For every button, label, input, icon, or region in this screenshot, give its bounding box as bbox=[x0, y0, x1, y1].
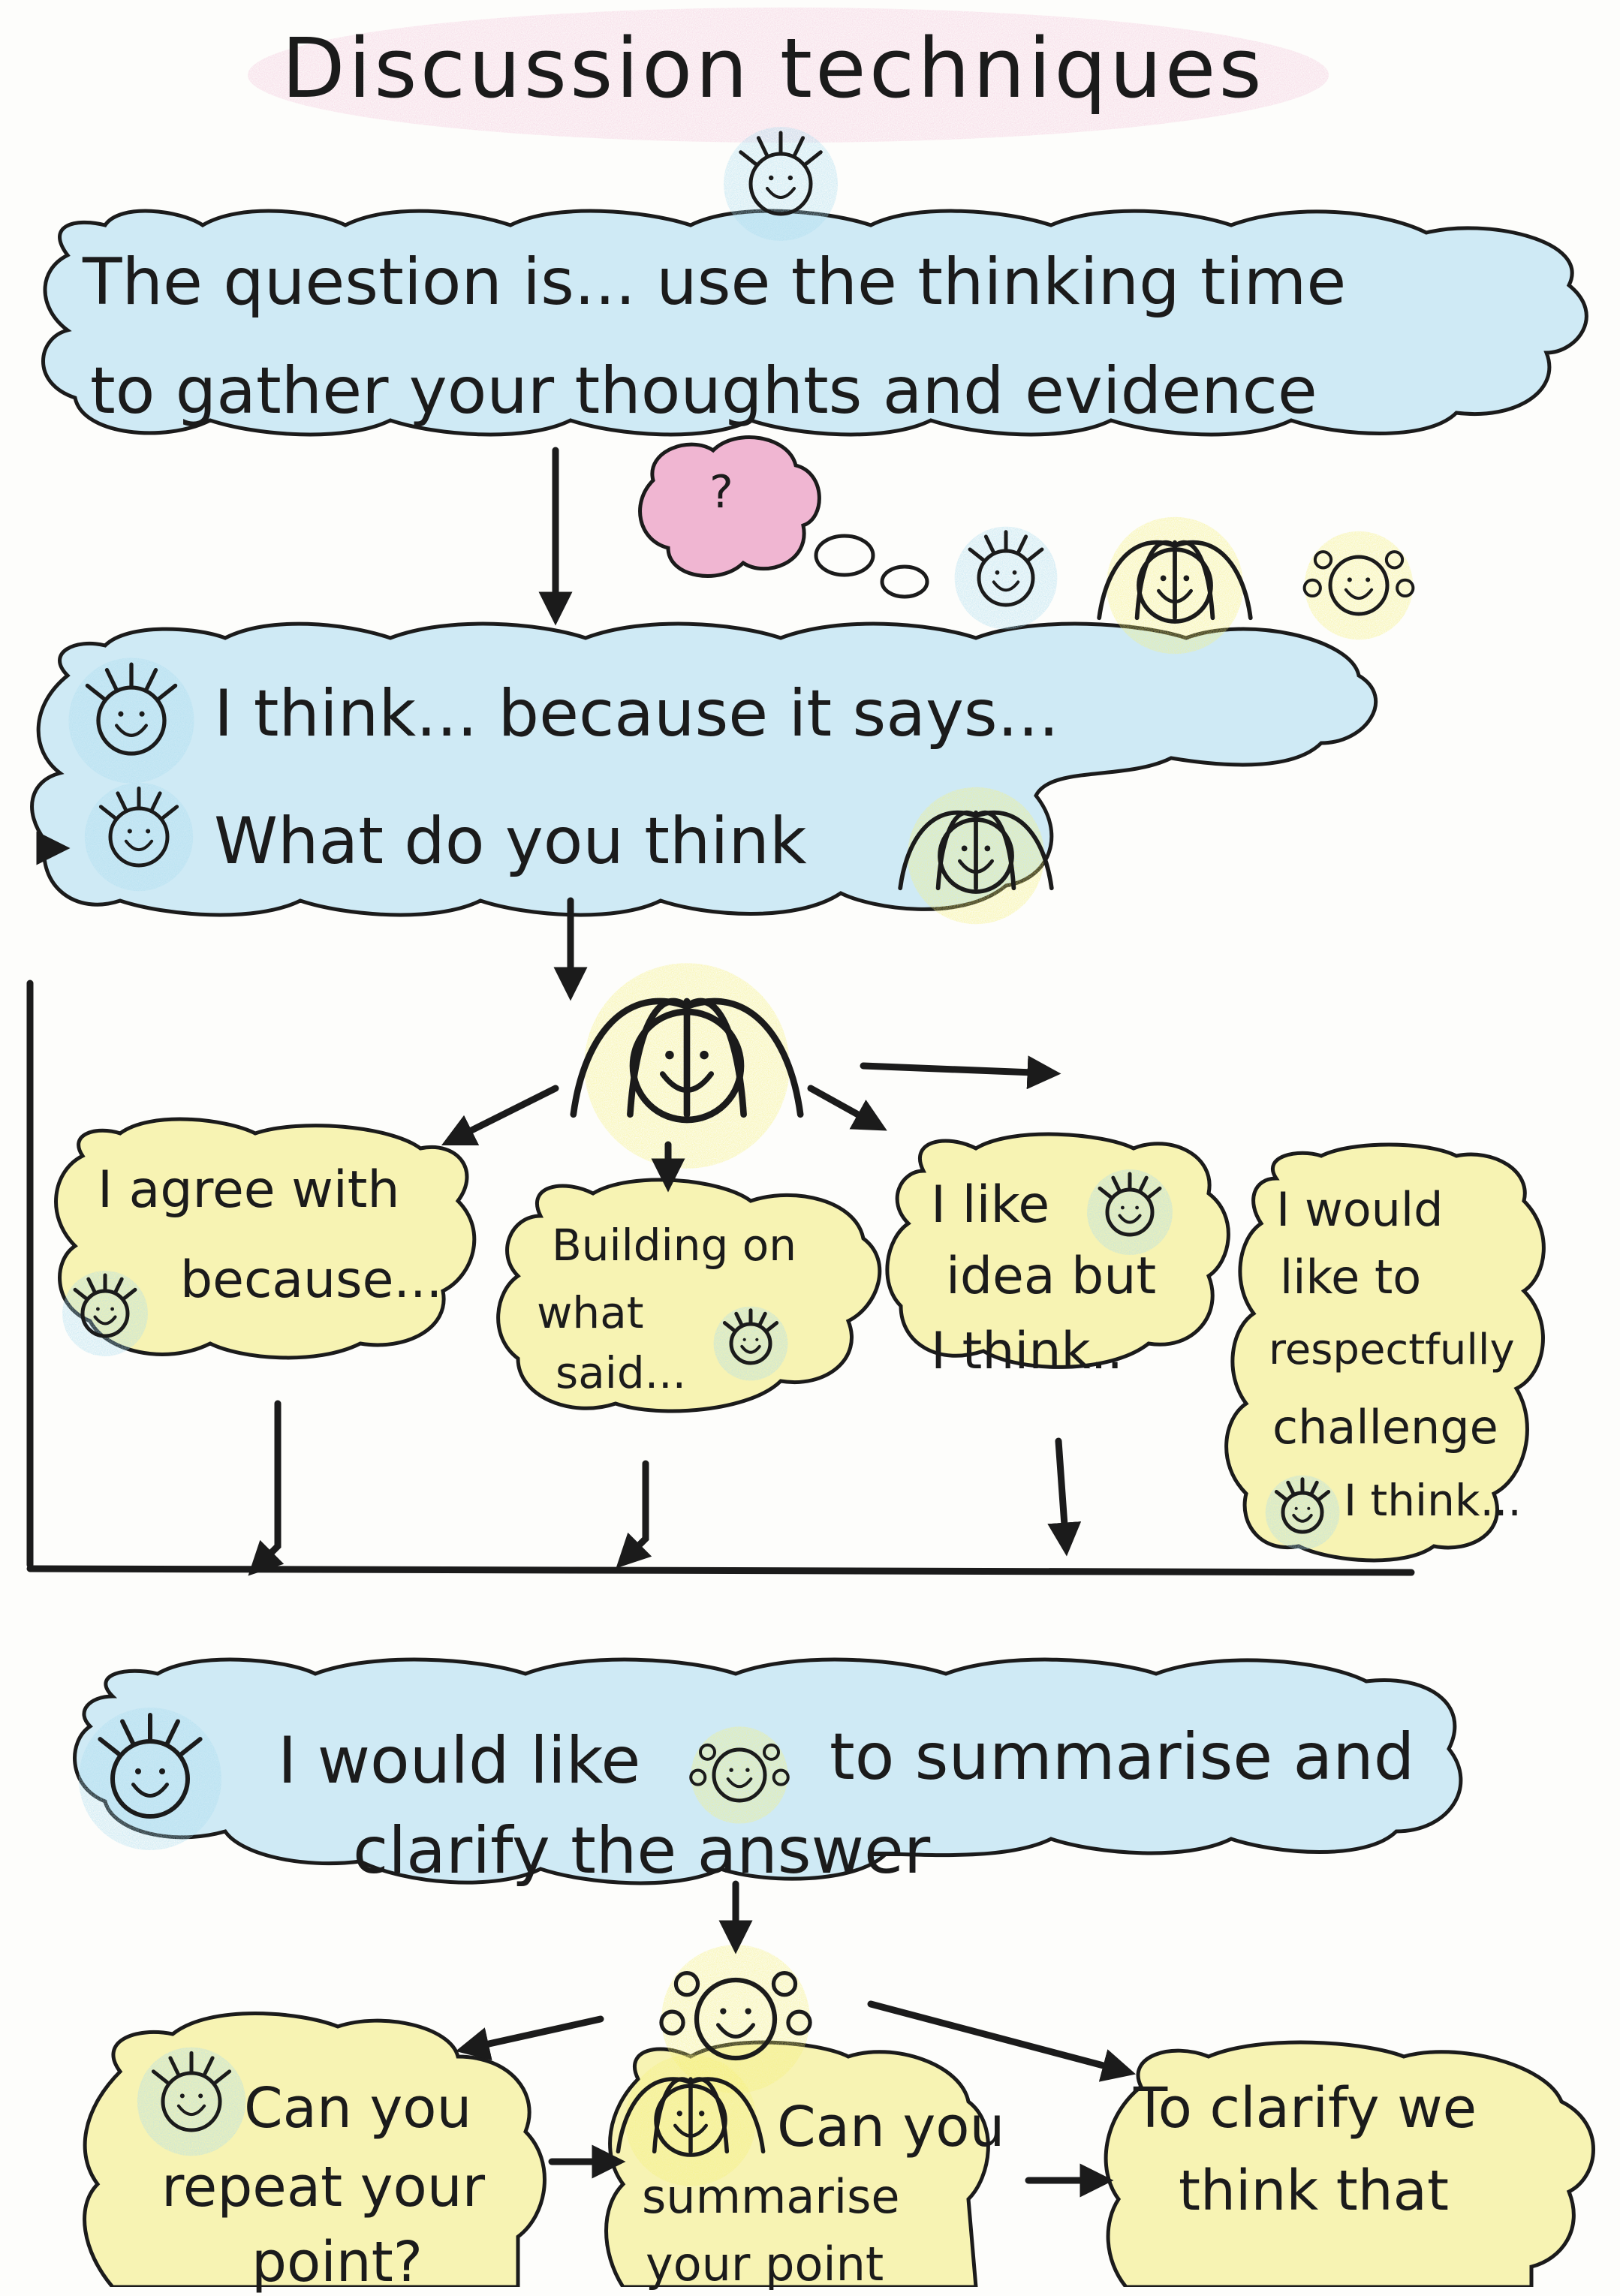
summarise-point-line-2: summarise bbox=[642, 2169, 900, 2224]
long-hair-face-icon bbox=[616, 2054, 766, 2186]
long-hair-face-icon bbox=[898, 787, 1054, 925]
spiky-hair-face-icon bbox=[713, 1306, 788, 1381]
question-line-2: to gather your thoughts and evidence bbox=[90, 354, 1317, 429]
long-hair-face-icon bbox=[570, 963, 804, 1169]
arrow-icon bbox=[616, 1460, 652, 1569]
thought-bubble-icon bbox=[638, 435, 929, 599]
summarise-line-2: clarify the answer bbox=[353, 1813, 931, 1888]
think-line-2: What do you think bbox=[214, 804, 807, 879]
thought-question-mark: ? bbox=[709, 466, 733, 519]
spiky-hair-face-icon bbox=[84, 782, 194, 892]
repeat-line-3: point? bbox=[251, 2230, 423, 2294]
think-line-1: I think... because it says... bbox=[214, 676, 1059, 751]
long-hair-face-icon bbox=[1097, 516, 1253, 654]
spiky-hair-face-icon bbox=[79, 1708, 221, 1850]
spiky-hair-face-icon bbox=[1087, 1169, 1173, 1255]
page-title: Discussion techniques bbox=[282, 20, 1265, 116]
like-line-1: I like bbox=[931, 1175, 1050, 1235]
spiky-hair-face-icon bbox=[137, 2047, 246, 2156]
curly-bunches-face-icon bbox=[689, 1726, 790, 1824]
building-line-2: what bbox=[537, 1287, 644, 1338]
arrow-icon bbox=[248, 1400, 285, 1576]
challenge-line-3: respectfully bbox=[1269, 1326, 1515, 1374]
summarise-line-1a: I would like bbox=[278, 1723, 641, 1798]
spiky-hair-face-icon bbox=[62, 1271, 148, 1356]
question-cloud bbox=[41, 209, 1588, 437]
spiky-hair-face-icon bbox=[724, 127, 838, 241]
question-line-1: The question is... use the thinking time bbox=[83, 245, 1347, 320]
spiky-hair-face-icon bbox=[954, 526, 1058, 630]
like-line-2: idea but bbox=[946, 1247, 1157, 1306]
loop-line bbox=[26, 1565, 1415, 1576]
arrow-icon bbox=[807, 1085, 887, 1131]
agree-line-2: because... bbox=[180, 1250, 443, 1310]
challenge-line-2: like to bbox=[1280, 1250, 1422, 1304]
challenge-line-5: I think... bbox=[1344, 1475, 1522, 1526]
title-highlight bbox=[248, 8, 1329, 143]
clarify-line-2: think that bbox=[1179, 2159, 1450, 2223]
summarise-point-line-3: your point bbox=[646, 2237, 884, 2291]
challenge-cloud bbox=[1224, 1142, 1546, 1563]
curly-bunches-face-icon bbox=[1302, 531, 1415, 640]
arrow-icon bbox=[455, 2015, 604, 2061]
challenge-line-1: I would bbox=[1276, 1182, 1444, 1237]
clarify-line-1: To clarify we bbox=[1134, 2076, 1477, 2141]
spiky-hair-face-icon bbox=[68, 658, 194, 784]
arrow-icon bbox=[441, 1085, 559, 1146]
building-line-3: said... bbox=[556, 1347, 686, 1398]
spiky-hair-face-icon bbox=[1265, 1475, 1340, 1550]
building-line-1: Building on bbox=[552, 1220, 796, 1271]
arrow-icon bbox=[1047, 1437, 1082, 1557]
challenge-line-4: challenge bbox=[1272, 1400, 1498, 1455]
summarise-point-line-1: Can you bbox=[777, 2095, 1005, 2159]
summarise-line-1b: to summarise and bbox=[830, 1720, 1415, 1795]
like-line-3: I think.. bbox=[931, 1322, 1124, 1381]
repeat-line-2: repeat your bbox=[161, 2155, 486, 2219]
arrow-icon bbox=[867, 2000, 1137, 2082]
arrow-icon bbox=[860, 1055, 1061, 1090]
agree-line-1: I agree with bbox=[98, 1160, 400, 1220]
clarify-cloud bbox=[1104, 2040, 1595, 2287]
repeat-line-1: Can you bbox=[244, 2076, 472, 2141]
